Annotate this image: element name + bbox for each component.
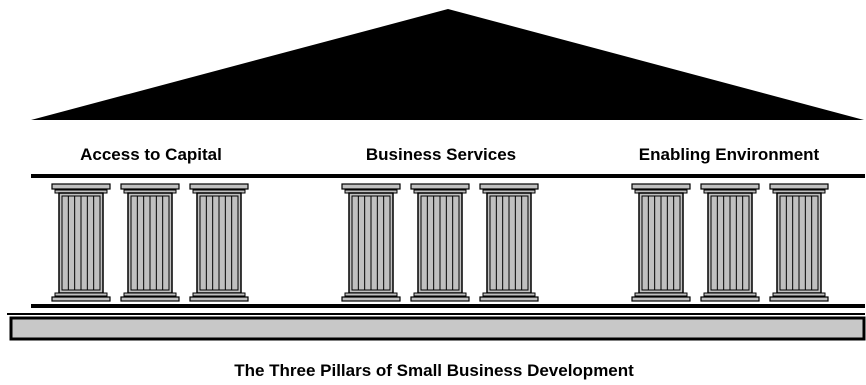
column-1-1 <box>51 183 111 302</box>
column-base <box>700 296 760 302</box>
column-capital <box>631 183 691 190</box>
column-capital <box>51 183 111 190</box>
column-capital <box>189 183 249 190</box>
column-capital <box>120 183 180 190</box>
column-3-3 <box>769 183 829 302</box>
column-base-upper <box>344 292 398 297</box>
column-base-upper <box>482 292 536 297</box>
column-capital <box>341 183 401 190</box>
column-capital <box>769 183 829 190</box>
column-base-upper <box>772 292 826 297</box>
column-1-3 <box>189 183 249 302</box>
column-2-3 <box>479 183 539 302</box>
column-base-upper <box>54 292 108 297</box>
column-base-upper <box>123 292 177 297</box>
diagram-caption: The Three Pillars of Small Business Deve… <box>234 361 634 380</box>
stylobate-upper <box>31 304 865 308</box>
column-3-1 <box>631 183 691 302</box>
column-base <box>769 296 829 302</box>
column-base <box>51 296 111 302</box>
stylobate-lower <box>7 313 865 315</box>
column-capital <box>700 183 760 190</box>
pillar-group-label-access-to-capital: Access to Capital <box>80 145 222 164</box>
column-base <box>120 296 180 302</box>
column-base-upper <box>192 292 246 297</box>
column-base <box>410 296 470 302</box>
column-2-2 <box>410 183 470 302</box>
base-slab <box>9 316 866 341</box>
column-capital <box>479 183 539 190</box>
column-1-2 <box>120 183 180 302</box>
column-base-upper <box>703 292 757 297</box>
column-base <box>341 296 401 302</box>
column-base <box>631 296 691 302</box>
column-capital <box>410 183 470 190</box>
column-2-1 <box>341 183 401 302</box>
column-base <box>189 296 249 302</box>
column-3-2 <box>700 183 760 302</box>
column-base-upper <box>634 292 688 297</box>
column-base-upper <box>413 292 467 297</box>
roof <box>31 9 864 120</box>
columns-group <box>51 183 829 302</box>
column-base <box>479 296 539 302</box>
pillar-group-label-enabling-environment: Enabling Environment <box>639 145 820 164</box>
pillar-group-label-business-services: Business Services <box>366 145 516 164</box>
entablature <box>31 174 865 178</box>
